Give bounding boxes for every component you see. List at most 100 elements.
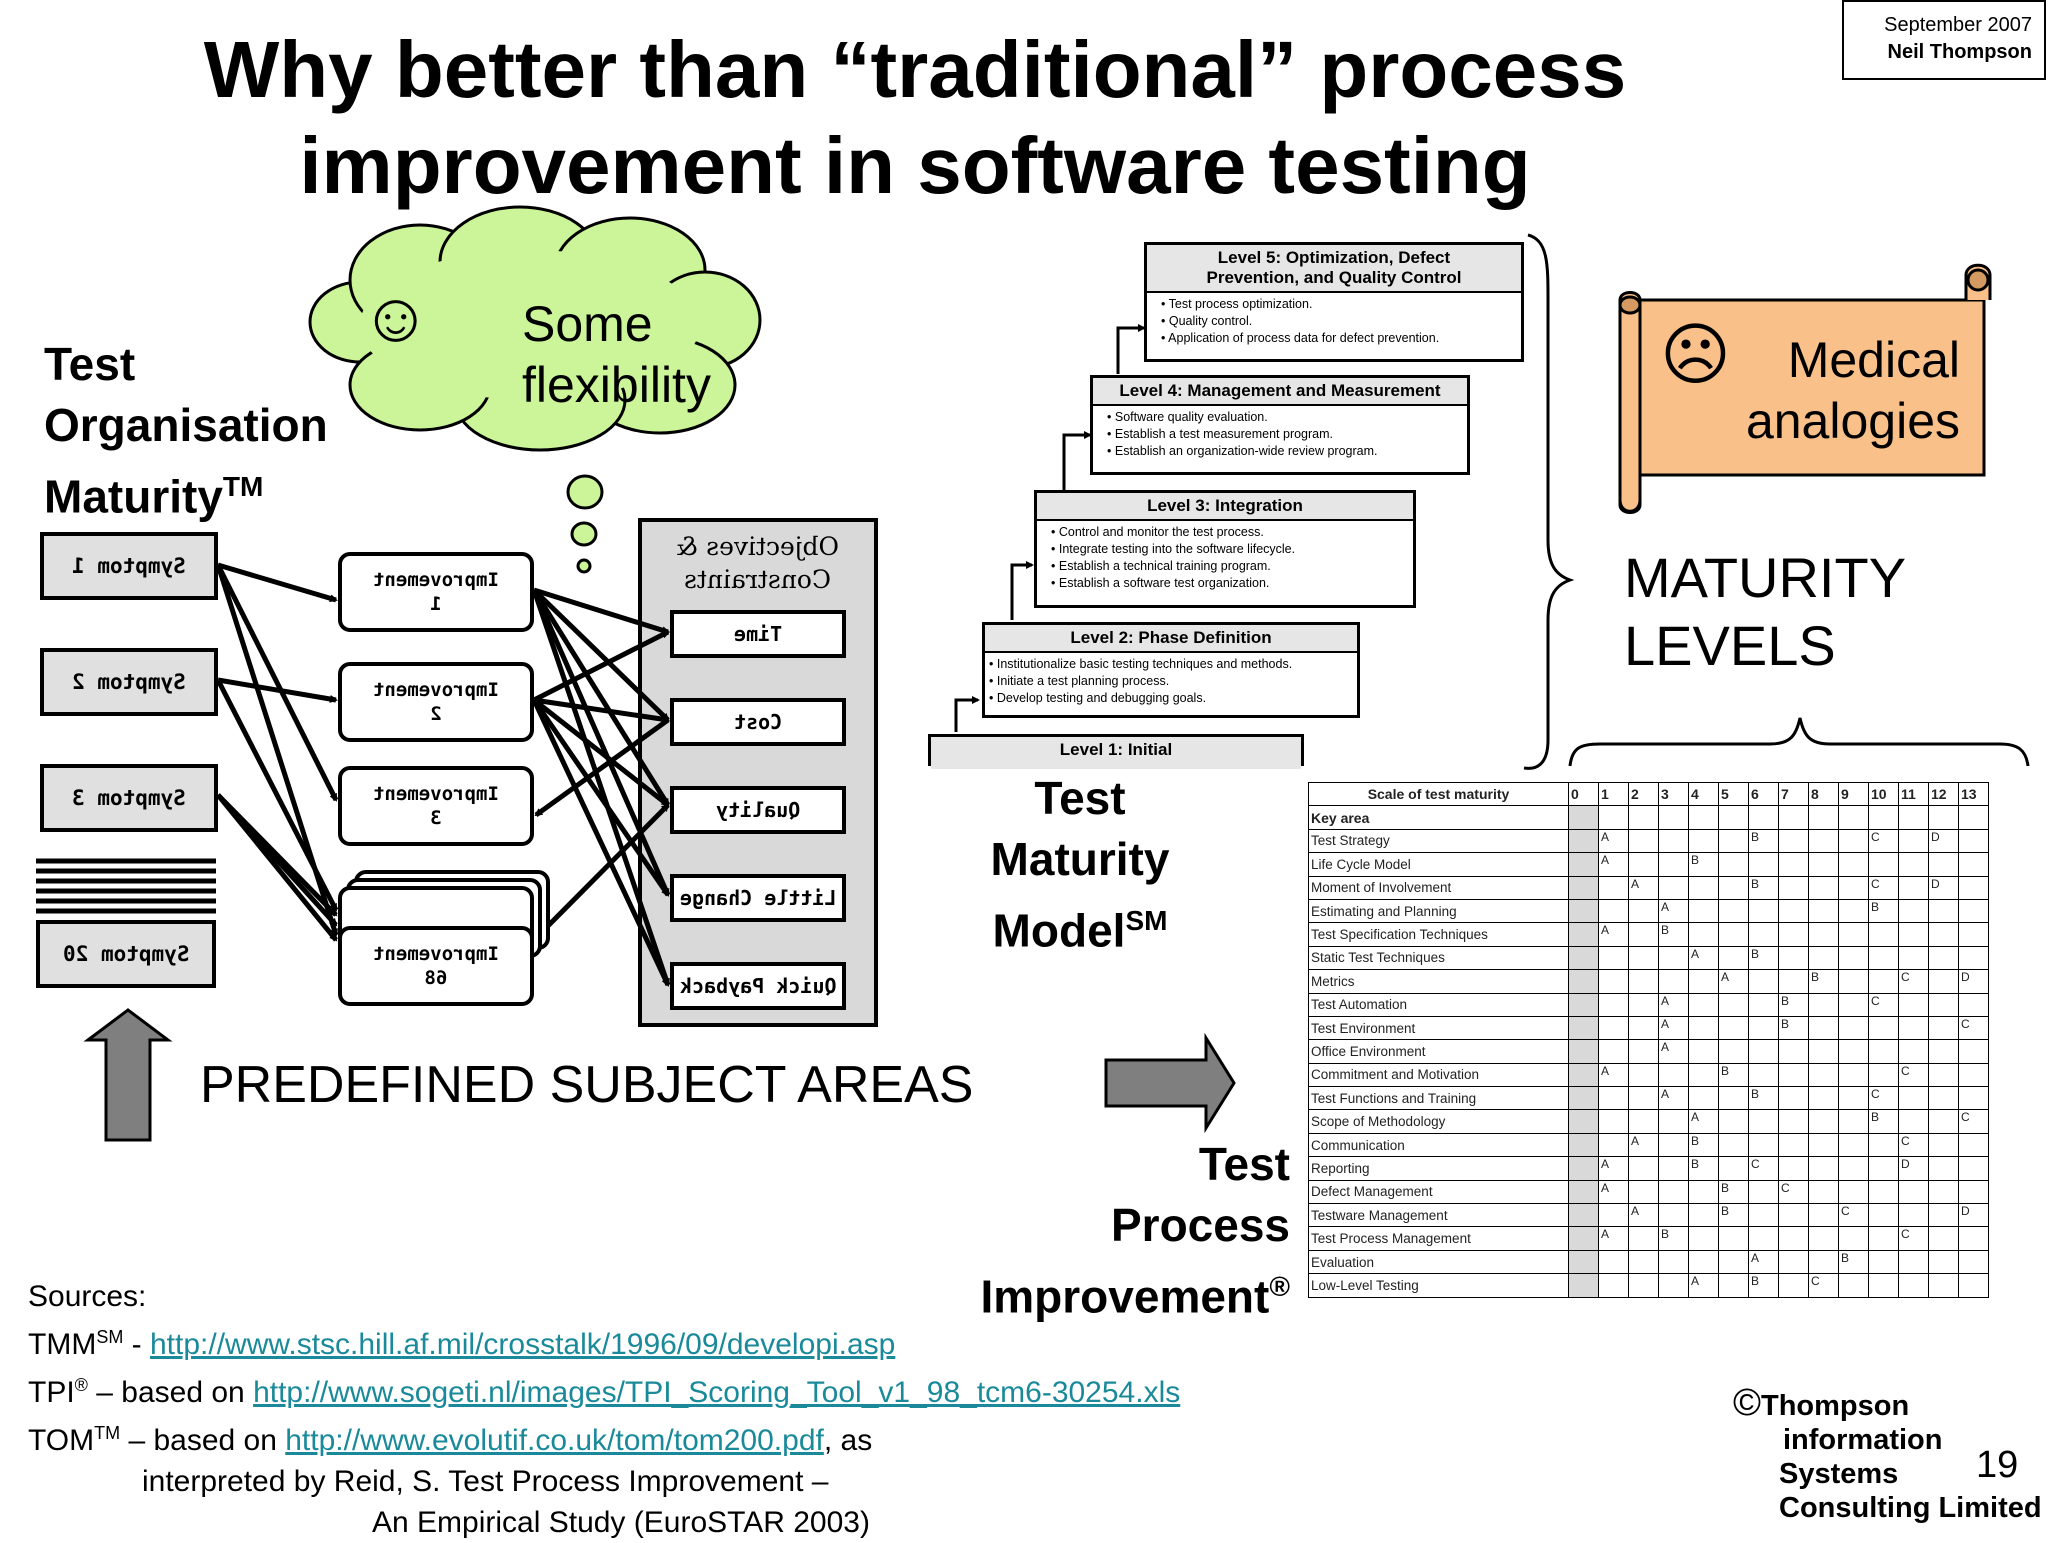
tpi-cell — [1628, 1156, 1659, 1181]
tpi-cell — [1928, 1062, 1959, 1088]
tpi-cell — [1958, 1273, 1989, 1298]
tpi-cell: B — [1718, 1179, 1749, 1205]
tpi-cell — [1868, 805, 1899, 830]
tpi-cell — [1568, 1249, 1599, 1275]
tpi-column-header: 4 — [1688, 781, 1719, 807]
maturity-brace-horizontal — [1568, 717, 2030, 767]
date-label: September 2007 — [1884, 14, 2032, 36]
tpi-cell — [1778, 1273, 1809, 1298]
tpi-cell: C — [1868, 1086, 1899, 1111]
tmm-level-item: Integrate testing into the software life… — [1051, 541, 1413, 558]
objectives-panel — [638, 518, 878, 1027]
symptom-label: Symptom 2 — [72, 670, 186, 694]
slide-title: Why better than “traditional” process im… — [120, 22, 1710, 214]
tpi-cell: C — [1898, 1132, 1929, 1158]
objective-box: Time — [670, 610, 846, 658]
tpi-cell: A — [1598, 1179, 1629, 1205]
tpi-column-header: 7 — [1778, 781, 1809, 807]
tpi-cell — [1658, 875, 1689, 900]
tpi-cell — [1958, 1086, 1989, 1111]
tpi-key-area: Communication — [1308, 1132, 1569, 1158]
tpi-cell — [1928, 1132, 1959, 1158]
frown-icon: ☹ — [1660, 317, 1731, 393]
tpi-cell — [1688, 1179, 1719, 1205]
tpi-cell: B — [1688, 1156, 1719, 1181]
tpi-cell — [1778, 922, 1809, 947]
tpi-cell — [1898, 922, 1929, 947]
tpi-column-header: 13 — [1958, 781, 1989, 807]
tpi-cell — [1838, 1015, 1869, 1041]
tmm-stair-connectors — [954, 324, 1146, 732]
source-tpi-link[interactable]: http://www.sogeti.nl/images/TPI_Scoring_… — [253, 1376, 1181, 1409]
improvement-label: Improvement — [373, 569, 499, 591]
tmm-level-title: Level 5: Optimization, Defect — [1217, 248, 1451, 267]
tpi-cell — [1658, 1156, 1689, 1181]
tpi-cell — [1808, 922, 1839, 947]
tpi-cell — [1958, 1156, 1989, 1181]
tpi-cell — [1868, 1039, 1899, 1064]
tpi-cell — [1598, 1015, 1629, 1041]
tpi-cell: B — [1658, 922, 1689, 947]
tpi-cell — [1568, 1179, 1599, 1205]
tmm-level-item: Software quality evaluation. — [1107, 409, 1467, 426]
tpi-cell — [1598, 898, 1629, 924]
tpi-cell — [1598, 1039, 1629, 1064]
tpi-cell — [1958, 1179, 1989, 1205]
source-tom-link[interactable]: http://www.evolutif.co.uk/tom/tom200.pdf — [285, 1424, 824, 1457]
tpi-cell — [1898, 1015, 1929, 1041]
tpi-cell — [1628, 1226, 1659, 1251]
tpi-cell — [1628, 1015, 1659, 1041]
tpi-cell: A — [1688, 945, 1719, 971]
tpi-cell — [1958, 852, 1989, 877]
tpi-cell — [1598, 1249, 1629, 1275]
tpi-cell: A — [1598, 1226, 1629, 1251]
tpi-cell — [1778, 852, 1809, 877]
objective-box: Quality — [670, 786, 846, 834]
tpi-key-area: Testware Management — [1308, 1203, 1569, 1228]
tpi-cell — [1658, 1109, 1689, 1134]
tpi-cell — [1658, 805, 1689, 830]
tpi-cell — [1868, 969, 1899, 994]
objective-connectors — [531, 587, 671, 987]
tpi-cell — [1778, 1062, 1809, 1088]
tpi-cell — [1688, 992, 1719, 1017]
tpi-key-area: Low-Level Testing — [1308, 1273, 1569, 1298]
tpi-cell — [1688, 828, 1719, 854]
tpi-cell — [1808, 1109, 1839, 1134]
tpi-cell — [1928, 1109, 1959, 1134]
tpi-cell — [1838, 969, 1869, 994]
tpi-cell — [1928, 1156, 1959, 1181]
company-line-3: Systems — [1779, 1458, 1899, 1490]
company-line-1: Thompson — [1761, 1390, 1910, 1422]
tpi-cell — [1928, 1179, 1959, 1205]
tpi-cell — [1568, 898, 1599, 924]
tpi-cell — [1628, 1062, 1659, 1088]
tpi-cell — [1658, 945, 1689, 971]
source-tmm-link[interactable]: http://www.stsc.hill.af.mil/crosstalk/19… — [149, 1328, 896, 1361]
maturity-levels-line-1: MATURITY — [1624, 546, 1907, 609]
tpi-cell — [1718, 945, 1749, 971]
tpi-cell — [1778, 945, 1809, 971]
tmm-label-line-1: Test — [1034, 772, 1126, 824]
tpi-cell — [1958, 1039, 1989, 1064]
tpi-cell: B — [1688, 852, 1719, 877]
tpi-cell — [1898, 1039, 1929, 1064]
maturity-levels-line-2: LEVELS — [1624, 614, 1836, 677]
tpi-cell — [1778, 1156, 1809, 1181]
tpi-cell — [1718, 1039, 1749, 1064]
tpi-cell — [1808, 898, 1839, 924]
tpi-label-improvement: Improvement — [980, 1270, 1270, 1323]
tpi-cell — [1838, 852, 1869, 877]
tpi-cell — [1838, 1039, 1869, 1064]
tpi-cell — [1778, 1226, 1809, 1251]
objectives-title-line-1: Objectives & — [676, 532, 840, 561]
tpi-cell — [1628, 922, 1659, 947]
date-author-box: September 2007 Neil Thompson — [1842, 0, 2046, 80]
objective-label: Little Change — [679, 886, 837, 910]
tpi-cell — [1838, 1273, 1869, 1298]
